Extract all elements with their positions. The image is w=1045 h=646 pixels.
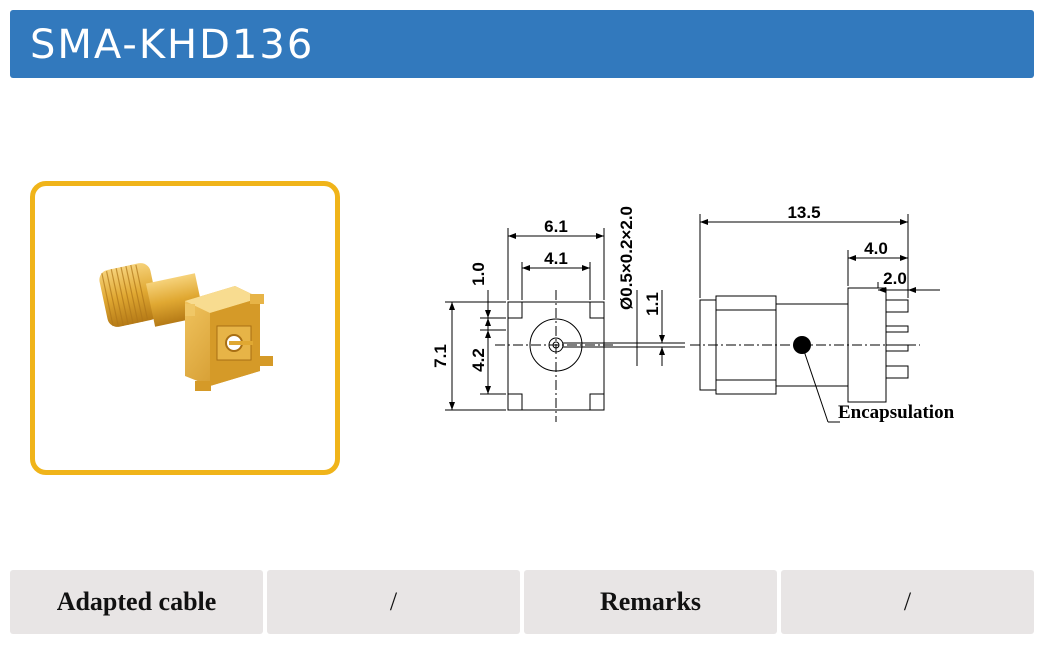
product-title: SMA-KHD136 — [30, 22, 315, 68]
remarks-value: / — [781, 570, 1034, 634]
sma-connector-photo-icon — [99, 263, 273, 391]
remarks-label: Remarks — [524, 570, 777, 634]
spec-table: Adapted cable / Remarks / — [10, 570, 1034, 634]
encapsulation-callout: Encapsulation — [838, 402, 955, 423]
technical-drawing: 6.1 4.1 1.0 7.1 4.2 Ø0.5×0.2×2.0 1.1 13.… — [431, 203, 955, 423]
dim-flange-length: 4.0 — [864, 239, 888, 258]
dim-height-outer: 7.1 — [431, 344, 450, 368]
dim-total-length: 13.5 — [787, 203, 820, 222]
product-photo-frame — [30, 181, 340, 475]
dim-height-inner: 4.2 — [469, 348, 488, 372]
dim-width-outer: 6.1 — [544, 217, 568, 236]
adapted-cable-value: / — [267, 570, 520, 634]
encapsulation-marker — [793, 336, 811, 354]
dim-tab-length: 2.0 — [883, 269, 907, 288]
adapted-cable-label: Adapted cable — [10, 570, 263, 634]
front-view-body — [507, 301, 605, 411]
dim-pin-offset: 1.0 — [469, 262, 488, 286]
title-bar: SMA-KHD136 — [10, 10, 1034, 78]
dim-pin-size: Ø0.5×0.2×2.0 — [617, 206, 636, 310]
dim-pin-height: 1.1 — [643, 292, 662, 316]
dim-width-inner: 4.1 — [544, 249, 568, 268]
